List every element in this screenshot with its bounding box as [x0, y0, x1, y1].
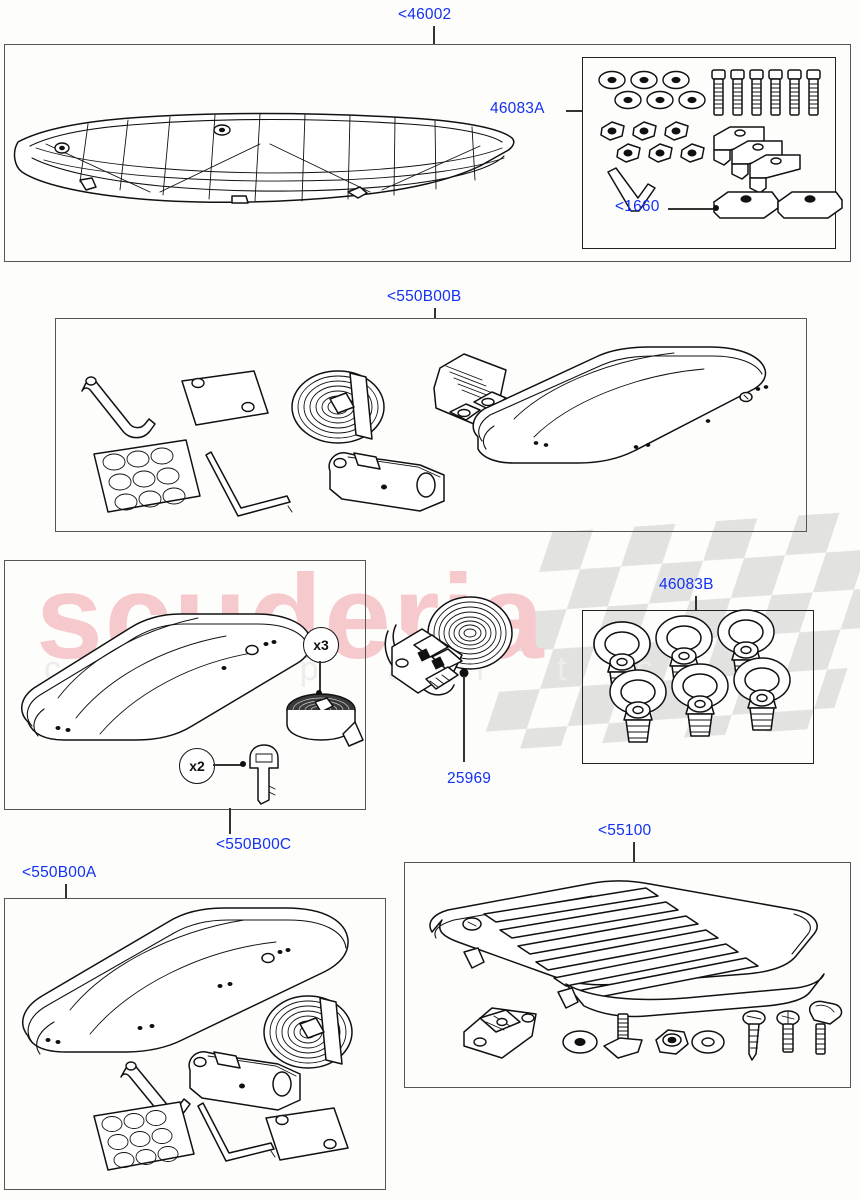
leader-550b00b [434, 308, 436, 318]
label-550b00c: <550B00C [216, 836, 292, 853]
carrier-hardware-art [456, 1000, 836, 1070]
label-550b00a: <550B00A [22, 864, 97, 881]
label-25969: 25969 [447, 770, 492, 787]
ratchet-strap-art [380, 595, 520, 715]
label-550b00b: <550B00B [387, 288, 462, 305]
leader-550b00a [65, 884, 67, 898]
leader-dot-1660 [713, 205, 719, 211]
subpanel-46083a [582, 57, 836, 249]
leader-dot-x2 [240, 761, 246, 767]
roofbox-kit-b-art [70, 345, 800, 525]
leader-55100 [633, 842, 635, 862]
label-55100: <55100 [598, 822, 652, 839]
eye-bolts-art [593, 609, 791, 743]
leader-1660 [668, 208, 716, 210]
panel-550b00c [4, 560, 366, 810]
leader-25969 [463, 676, 465, 762]
fixing-kit-art [586, 60, 834, 246]
quantity-badge-x2: x2 [179, 748, 215, 784]
leader-x2 [213, 764, 243, 766]
panel-46002 [4, 44, 851, 262]
leader-46083b [695, 596, 697, 610]
leader-46002 [433, 26, 435, 44]
quantity-badge-x3: x3 [303, 627, 339, 663]
roofbox-c-art [14, 600, 314, 780]
label-1660: <1660 [615, 198, 660, 215]
panel-55100 [404, 862, 851, 1088]
panel-550b00b [55, 318, 807, 532]
roof-rack-basket-art [10, 100, 520, 230]
strap-roll-art [285, 692, 365, 762]
panel-46083b [582, 610, 814, 764]
long-roofbox-kit-art [14, 910, 374, 1180]
label-46083a: 46083A [490, 100, 545, 117]
leader-46083a [566, 110, 582, 112]
label-46002: <46002 [398, 6, 452, 23]
label-46083b: 46083B [659, 576, 714, 593]
leader-x3 [319, 661, 321, 693]
leader-dot-x3 [316, 690, 322, 696]
key-art [240, 742, 290, 804]
leader-550b00c [229, 808, 231, 834]
slatted-carrier-art [414, 880, 839, 1010]
panel-550b00a [4, 898, 386, 1190]
